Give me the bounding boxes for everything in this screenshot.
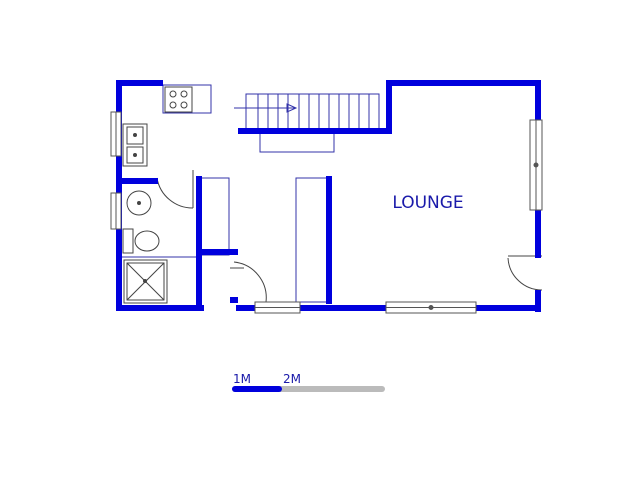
wall-stub bbox=[230, 297, 238, 303]
cupboard-mid bbox=[295, 177, 329, 303]
stair-landing bbox=[259, 132, 335, 153]
fixture-lines bbox=[120, 84, 335, 303]
doors bbox=[156, 170, 543, 303]
window-kitchen bbox=[110, 111, 122, 157]
staircase bbox=[234, 93, 380, 131]
window-bathroom bbox=[110, 192, 122, 230]
wall-bath-top bbox=[116, 178, 158, 184]
door-kitchen-bath bbox=[156, 170, 194, 209]
wall-mid-a bbox=[196, 176, 202, 311]
stair-direction-arrow-icon bbox=[234, 103, 298, 113]
room-label-lounge: LOUNGE bbox=[392, 193, 463, 213]
wall-stair-bottom bbox=[238, 128, 392, 134]
wall-mid-b bbox=[196, 249, 238, 255]
basin-icon bbox=[126, 190, 152, 216]
wall-stair-right bbox=[386, 80, 392, 132]
wall-top-right bbox=[390, 80, 541, 86]
toilet-icon bbox=[122, 228, 160, 254]
scale-bar: 1M 2M bbox=[232, 372, 385, 392]
kitchen-counter bbox=[162, 84, 212, 114]
wall-right-lower bbox=[535, 290, 541, 312]
wall-top-left bbox=[116, 80, 163, 86]
door-lounge bbox=[507, 255, 543, 291]
stove-icon bbox=[164, 86, 193, 113]
windows bbox=[110, 111, 543, 314]
scale-bar-blue bbox=[232, 386, 282, 392]
scale-label-2m: 2M bbox=[283, 372, 301, 386]
stair-treads bbox=[257, 94, 370, 130]
door-passage bbox=[230, 261, 267, 303]
kitchen-sink-icon bbox=[122, 123, 148, 167]
window-bottom-right bbox=[385, 301, 477, 314]
wall-bottom-left bbox=[116, 305, 204, 311]
wall-mid-c bbox=[326, 176, 332, 304]
shower-icon bbox=[123, 259, 168, 304]
scale-label-1m: 1M bbox=[233, 372, 251, 386]
cupboard-left bbox=[200, 177, 230, 256]
window-lounge-side bbox=[529, 119, 543, 211]
window-bottom-left bbox=[254, 301, 301, 314]
